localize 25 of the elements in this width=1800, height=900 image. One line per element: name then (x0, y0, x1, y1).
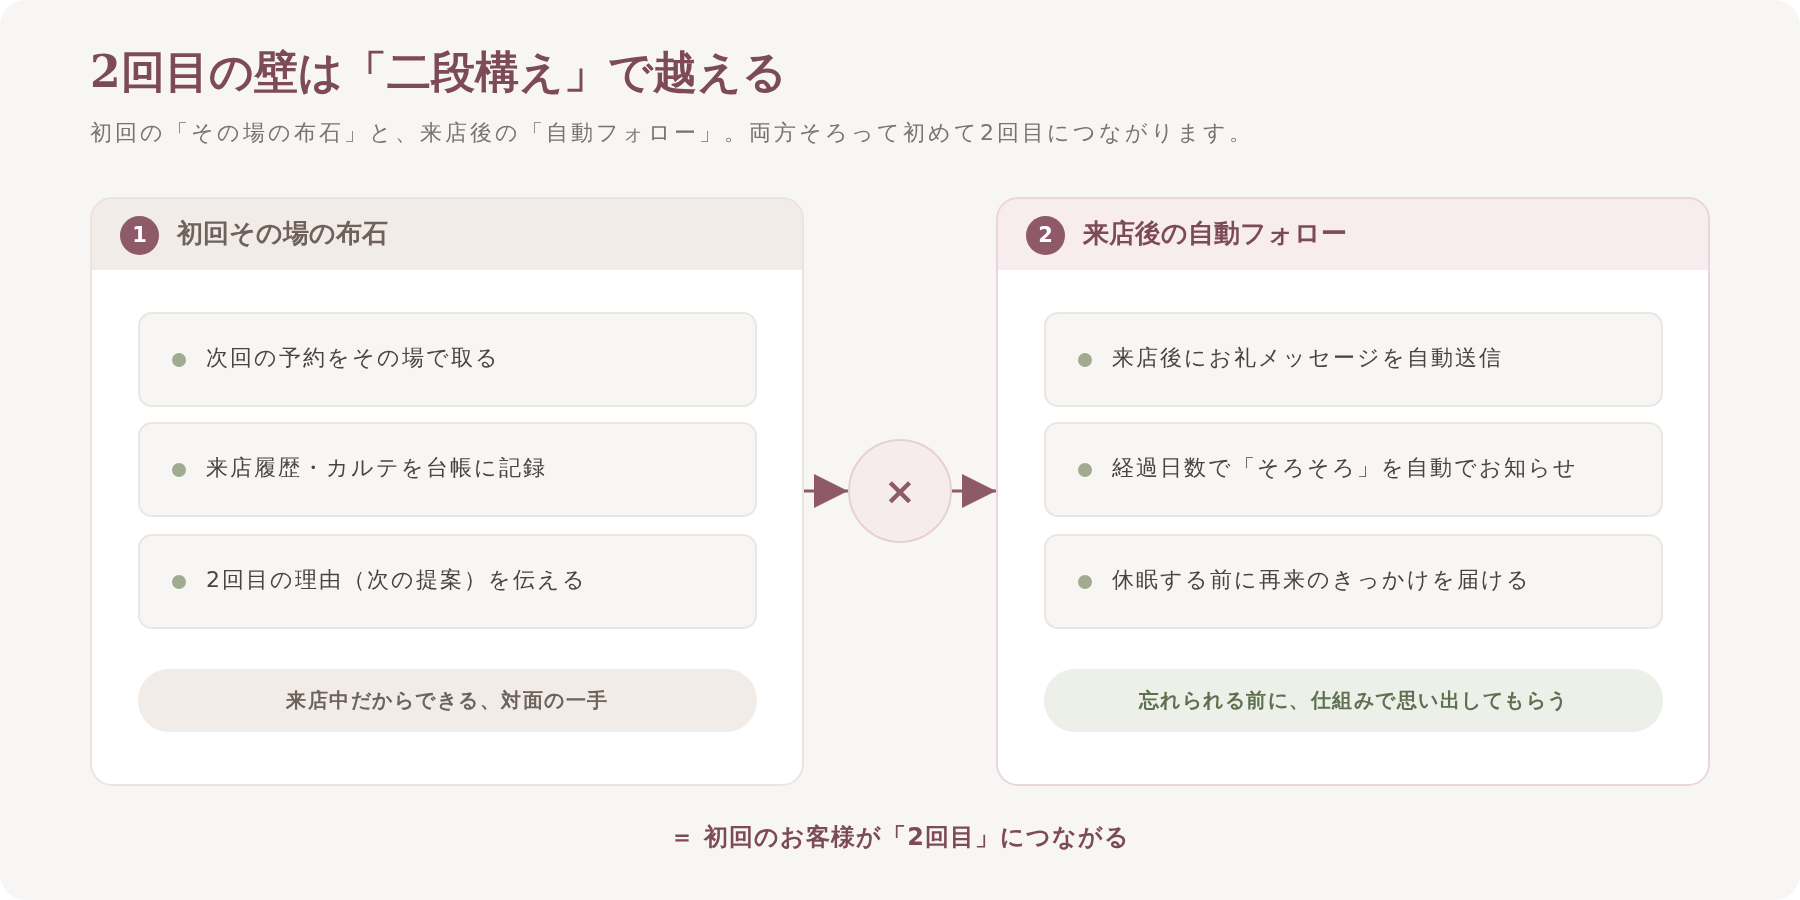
checklist-item (138, 312, 757, 407)
panel-title: 来店後の自動フォロー (1083, 217, 1347, 250)
item-text: 2回目の理由（次の提案）を伝える (206, 566, 587, 594)
subtitle: 初回の「その場の布石」と、来店後の「自動フォロー」。両方そろって初めて2回目につながります。 (90, 119, 1254, 147)
checklist-item (1044, 422, 1663, 517)
panel-title: 初回その場の布石 (177, 217, 388, 250)
step-panel (996, 197, 1710, 786)
arrow (952, 474, 996, 508)
checklist-item (1044, 534, 1663, 629)
title: 2回目の壁は「二段構え」で越える (90, 45, 787, 99)
step-number-badge: 1 (120, 216, 159, 255)
checklist-item (138, 422, 757, 517)
checklist-item (1044, 312, 1663, 407)
summary-pill: 忘れられる前に、仕組みで思い出してもらう (1044, 669, 1663, 732)
conclusion-text: ＝ 初回のお客様が「2回目」につながる (669, 823, 1131, 851)
step-number-badge: 2 (1026, 216, 1065, 255)
item-text: 来店後にお礼メッセージを自動送信 (1112, 344, 1503, 372)
arrow (804, 474, 848, 508)
item-text: 経過日数で「そろそろ」を自動でお知らせ (1112, 454, 1578, 482)
item-text: 来店履歴・カルテを台帳に記録 (206, 454, 547, 482)
item-text: 次回の予約をその場で取る (206, 344, 500, 372)
step-panel (90, 197, 804, 786)
item-text: 休眠する前に再来のきっかけを届ける (1112, 566, 1531, 594)
summary-pill: 来店中だからできる、対面の一手 (138, 669, 757, 732)
checklist-item (138, 534, 757, 629)
